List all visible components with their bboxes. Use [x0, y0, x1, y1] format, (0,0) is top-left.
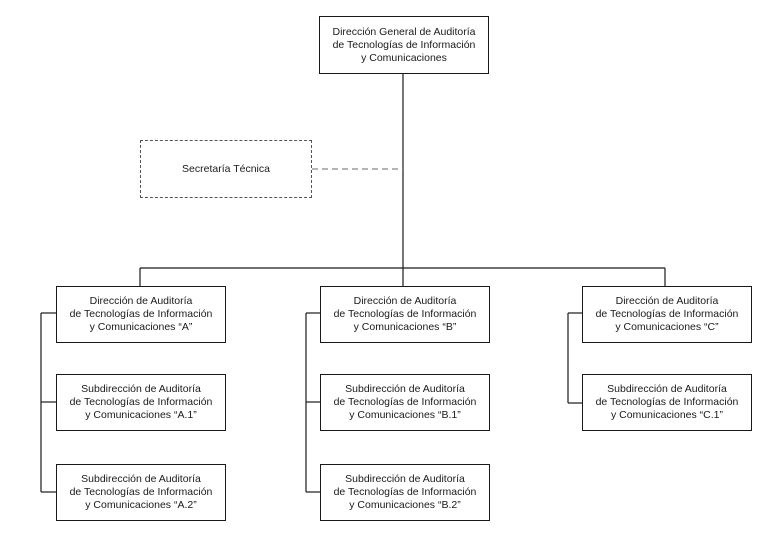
subdireccion-b1-node: Subdirección de Auditoría de Tecnologías… [320, 374, 490, 431]
staff-node-secretaria-tecnica: Secretaría Técnica [140, 140, 312, 198]
direccion-c-node: Dirección de Auditoría de Tecnologías de… [582, 286, 752, 343]
direccion-a-node: Dirección de Auditoría de Tecnologías de… [56, 286, 226, 343]
root-node: Dirección General de Auditoría de Tecnol… [319, 16, 489, 74]
direccion-b-node: Dirección de Auditoría de Tecnologías de… [320, 286, 490, 343]
subdireccion-a2-node: Subdirección de Auditoría de Tecnologías… [56, 464, 226, 521]
subdireccion-a1-node: Subdirección de Auditoría de Tecnologías… [56, 374, 226, 431]
subdireccion-b2-node: Subdirección de Auditoría de Tecnologías… [320, 464, 490, 521]
subdireccion-c1-node: Subdirección de Auditoría de Tecnologías… [582, 374, 752, 431]
